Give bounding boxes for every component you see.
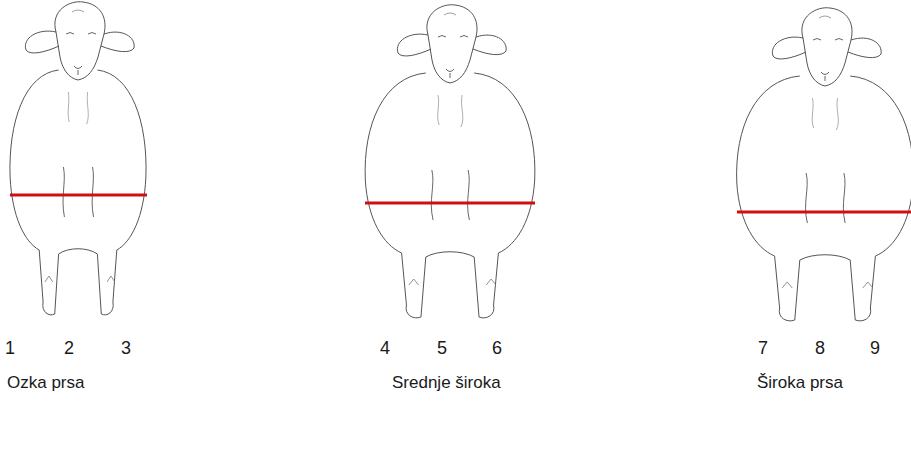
chest-line <box>365 202 535 205</box>
category-caption: Ozka prsa <box>7 373 84 393</box>
sheep-narrow <box>10 2 146 315</box>
score-number: 2 <box>64 338 74 360</box>
score-number-text: 7 <box>758 338 768 358</box>
category-caption: Široka prsa <box>757 373 843 393</box>
score-number-text: 2 <box>64 338 74 358</box>
sheep-medium <box>365 5 535 318</box>
score-number: 5 <box>437 338 447 360</box>
score-number: 4 <box>380 338 390 360</box>
score-number: 6 <box>492 338 502 360</box>
category-caption-text: Srednje široka <box>392 373 501 392</box>
score-number-text: 5 <box>437 338 447 358</box>
score-number: 7 <box>758 338 768 360</box>
chest-line <box>10 194 147 197</box>
score-number-text: 3 <box>121 338 131 358</box>
score-number-text: 4 <box>380 338 390 358</box>
score-number-text: 1 <box>5 338 15 358</box>
category-caption-text: Ozka prsa <box>7 373 84 392</box>
score-number: 1 <box>5 338 15 360</box>
score-number: 3 <box>121 338 131 360</box>
sheep-wide <box>737 8 911 321</box>
score-number: 9 <box>870 338 880 360</box>
category-caption: Srednje široka <box>392 373 501 393</box>
score-number-text: 6 <box>492 338 502 358</box>
category-caption-text: Široka prsa <box>757 373 843 392</box>
score-number-text: 9 <box>870 338 880 358</box>
chest-line <box>737 211 911 214</box>
score-number: 8 <box>815 338 825 360</box>
score-number-text: 8 <box>815 338 825 358</box>
